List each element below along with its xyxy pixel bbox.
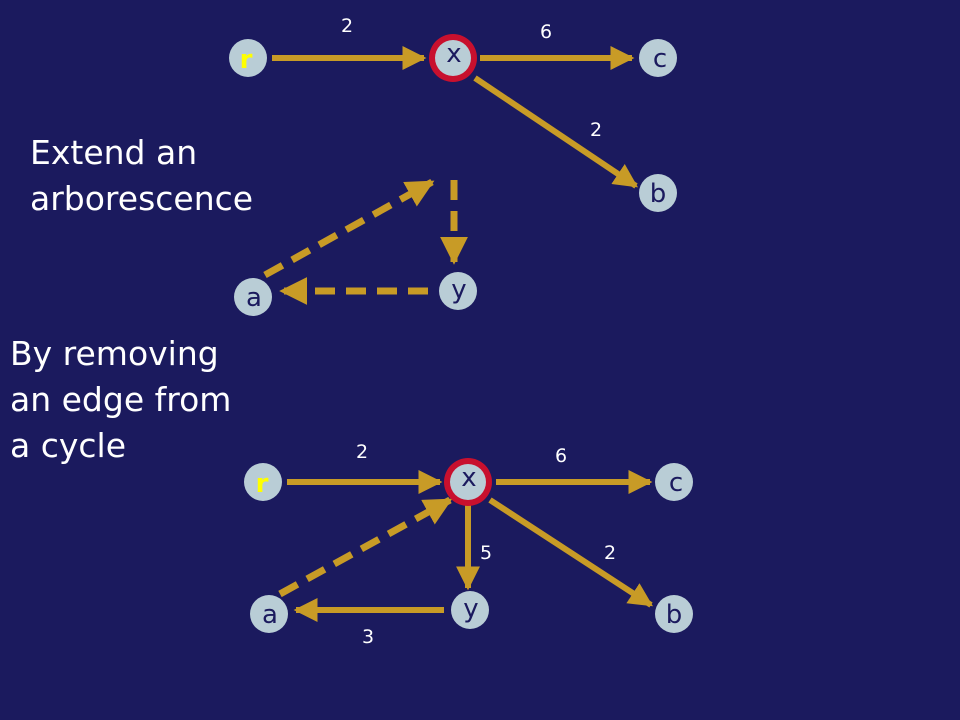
bottom-weight-x-y: 5 — [480, 542, 492, 564]
top-weight-r-x: 2 — [341, 15, 353, 37]
bottom-edge-a-x-dashed — [278, 496, 453, 598]
bottom-graph: 2 6 5 2 3 r x c b — [244, 441, 693, 648]
bottom-weight-x-b: 2 — [604, 542, 616, 564]
top-node-y: y — [439, 272, 477, 310]
top-node-c: c — [639, 39, 677, 77]
bottom-node-x: x — [444, 458, 492, 506]
top-edge-x-b — [473, 75, 638, 189]
top-node-r: r — [229, 39, 267, 77]
top-node-r-label: r — [240, 45, 253, 75]
bottom-weight-y-a: 3 — [362, 626, 374, 648]
caption-removing-edge: By removing an edge from a cycle — [10, 334, 232, 465]
bottom-edge-x-b — [488, 497, 654, 608]
bottom-node-a: a — [250, 595, 288, 633]
bottom-node-r: r — [244, 463, 282, 501]
top-node-x-label: x — [446, 39, 461, 69]
bottom-node-y-label: y — [463, 594, 478, 624]
top-node-b: b — [639, 174, 677, 212]
bottom-node-c: c — [655, 463, 693, 501]
top-node-a-label: a — [246, 283, 262, 313]
top-node-b-label: b — [650, 179, 667, 209]
bottom-weight-x-c: 6 — [555, 445, 567, 467]
top-weight-x-b: 2 — [590, 119, 602, 141]
top-node-a: a — [234, 278, 272, 316]
bottom-node-r-label: r — [256, 469, 269, 499]
top-node-x: x — [429, 34, 477, 82]
bottom-node-b: b — [655, 595, 693, 633]
bottom-node-x-label: x — [461, 463, 476, 493]
top-node-y-label: y — [451, 275, 466, 305]
bottom-weight-r-x: 2 — [356, 441, 368, 463]
bottom-node-a-label: a — [262, 600, 278, 630]
bottom-node-c-label: c — [669, 468, 683, 498]
top-weight-x-c: 6 — [540, 21, 552, 43]
caption-extend-arborescence: Extend an arborescence — [30, 133, 254, 218]
top-graph: 2 6 2 r x c b a — [229, 15, 677, 316]
bottom-node-b-label: b — [666, 600, 683, 630]
top-node-c-label: c — [653, 44, 667, 74]
bottom-node-y: y — [451, 591, 489, 629]
top-edge-a-up-dashed — [263, 178, 435, 279]
